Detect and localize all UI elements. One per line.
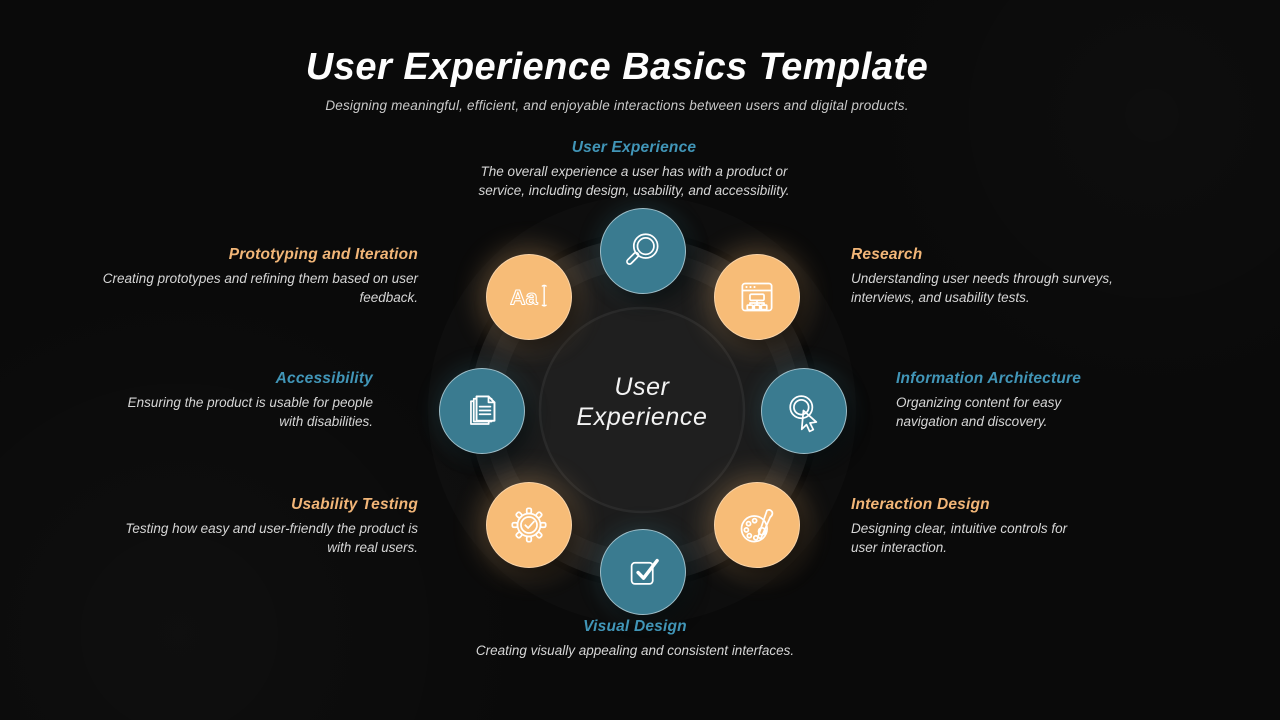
section-description: Designing clear, intuitive controls for … bbox=[851, 521, 1068, 555]
section-accessibility: Accessibility Ensuring the product is us… bbox=[103, 370, 373, 431]
documents-icon bbox=[470, 395, 496, 425]
section-usability-testing: Usability Testing Testing how easy and u… bbox=[98, 496, 418, 557]
section-description: Understanding user needs through surveys… bbox=[851, 271, 1113, 305]
page-title: User Experience Basics Template bbox=[305, 46, 929, 88]
magnifier-search-icon bbox=[626, 233, 659, 265]
section-prototyping-and-iteration: Prototyping and Iteration Creating proto… bbox=[98, 246, 418, 307]
section-label: Research bbox=[851, 246, 923, 263]
section-label: Accessibility bbox=[275, 370, 373, 387]
bubble-visual-design bbox=[600, 529, 686, 615]
section-label: Interaction Design bbox=[851, 496, 990, 513]
section-description: Organizing content for easy navigation a… bbox=[896, 395, 1062, 429]
center-hub-line1: User bbox=[614, 373, 670, 401]
section-description: Testing how easy and user-friendly the p… bbox=[125, 521, 418, 555]
section-visual-design: Visual Design Creating visually appealin… bbox=[415, 618, 855, 660]
typography-icon: Aa bbox=[509, 284, 547, 310]
section-label: User Experience bbox=[571, 139, 697, 156]
center-hub-line2: Experience bbox=[576, 403, 708, 431]
bubble-information-architecture bbox=[761, 368, 847, 454]
click-cursor-icon bbox=[789, 395, 818, 433]
center-hub-label: User Experience bbox=[492, 372, 792, 432]
page-subtitle: Designing meaningful, efficient, and enj… bbox=[325, 98, 909, 113]
section-description: The overall experience a user has with a… bbox=[478, 164, 790, 198]
section-research: Research Understanding user needs throug… bbox=[851, 246, 1119, 307]
bubble-interaction-design bbox=[714, 482, 800, 568]
bubble-prototyping: Aa bbox=[486, 254, 572, 340]
bubble-user-experience bbox=[600, 208, 686, 294]
bubble-research bbox=[714, 254, 800, 340]
gear-check-icon bbox=[511, 507, 547, 543]
section-label: Prototyping and Iteration bbox=[228, 246, 418, 263]
section-label: Visual Design bbox=[583, 618, 687, 635]
palette-brush-icon bbox=[740, 509, 774, 543]
section-information-architecture: Information Architecture Organizing cont… bbox=[896, 370, 1101, 431]
checkbox-icon bbox=[630, 558, 659, 585]
section-label: Information Architecture bbox=[896, 370, 1082, 387]
section-description: Creating visually appealing and consiste… bbox=[475, 643, 795, 658]
bubble-usability-testing bbox=[486, 482, 572, 568]
section-description: Ensuring the product is usable for peopl… bbox=[127, 395, 373, 429]
section-user-experience: User Experience The overall experience a… bbox=[414, 139, 854, 200]
typography-glyph: Aa bbox=[510, 285, 539, 310]
bubble-accessibility bbox=[439, 368, 525, 454]
section-description: Creating prototypes and refining them ba… bbox=[102, 271, 418, 305]
sitemap-browser-icon bbox=[741, 282, 773, 312]
section-interaction-design: Interaction Design Designing clear, intu… bbox=[851, 496, 1083, 557]
section-label: Usability Testing bbox=[291, 496, 418, 513]
